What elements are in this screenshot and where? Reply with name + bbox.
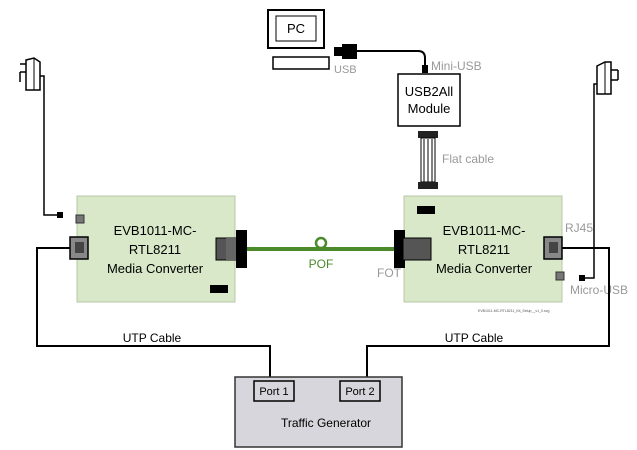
flat-cable-label: Flat cable: [442, 152, 494, 166]
micro-usb-label: Micro-USB: [570, 283, 628, 297]
pc-screen: [275, 15, 317, 42]
left-media-converter: EVB1011-MC- RTL8211 Media Converter: [69, 195, 247, 303]
right-board-line3: Media Converter: [436, 261, 533, 276]
right-micro-usb-plug-icon: [579, 275, 585, 281]
pc-keyboard: [272, 56, 330, 70]
rj45-label: RJ45: [565, 221, 593, 235]
module-box: [397, 73, 461, 127]
usb-plug-body-icon: [342, 44, 357, 59]
right-fot-body: [394, 230, 405, 268]
pc-group: PC: [267, 9, 330, 70]
left-adapter-icon: [25, 57, 41, 91]
left-board-led: [75, 214, 85, 224]
usb-plug-icon: [334, 47, 343, 56]
pof-fiber: POF FOT: [247, 236, 402, 280]
traffic-generator: Port 1 Port 2 Traffic Generator: [234, 376, 403, 448]
left-utp-cable: UTP Cable: [36, 247, 271, 377]
fot-label: FOT: [377, 266, 402, 280]
port2-box: [339, 380, 381, 402]
port2-label: Port 2: [345, 386, 374, 398]
left-dc-plug-icon: [57, 212, 63, 218]
flat-cable: Flat cable: [418, 131, 494, 189]
left-board: [76, 195, 236, 303]
right-board-line1: EVB1011-MC-: [443, 223, 526, 238]
footnote: EVB1011-MC-RTL8211_Kit_Setup__v1_0.svg: [478, 309, 549, 313]
right-micro-usb-port: [555, 271, 565, 281]
left-fot-body: [236, 230, 247, 268]
usb-label: USB: [334, 64, 357, 76]
usb2all-module: USB2All Module: [397, 73, 461, 127]
right-utp-label: UTP Cable: [445, 331, 504, 345]
mini-usb-plug-icon: [422, 65, 428, 73]
port1-box: [253, 380, 295, 402]
left-board-line3: Media Converter: [107, 261, 204, 276]
pc-label: PC: [287, 21, 305, 36]
left-board-chip: [210, 285, 228, 293]
right-board-line2: RTL8211: [458, 242, 510, 257]
flat-cable-connector-top: [418, 131, 438, 138]
left-board-line1: EVB1011-MC-: [114, 223, 197, 238]
right-board-header: [417, 206, 435, 214]
right-fot-connector: [402, 237, 432, 261]
flat-cable-connector-bottom: [418, 182, 438, 189]
usb-cable-line: [357, 50, 426, 68]
port1-label: Port 1: [259, 386, 288, 398]
right-adapter-icon: [596, 61, 612, 95]
module-line1: USB2All: [405, 84, 454, 99]
left-utp-label: UTP Cable: [123, 331, 182, 345]
right-utp-cable: UTP Cable: [366, 247, 610, 377]
traffic-generator-title: Traffic Generator: [281, 416, 371, 430]
usb-cable: USB Mini-USB: [334, 44, 482, 76]
mini-usb-label: Mini-USB: [431, 59, 482, 73]
module-line2: Module: [408, 101, 451, 116]
right-power-adapter: [579, 61, 619, 281]
left-power-adapter: [19, 57, 63, 218]
fiber-loop-icon: [314, 236, 328, 250]
left-board-line2: RTL8211: [129, 242, 181, 257]
right-media-converter: EVB1011-MC- RTL8211 Media Converter EVB1…: [394, 195, 565, 313]
pof-label: POF: [309, 257, 334, 271]
